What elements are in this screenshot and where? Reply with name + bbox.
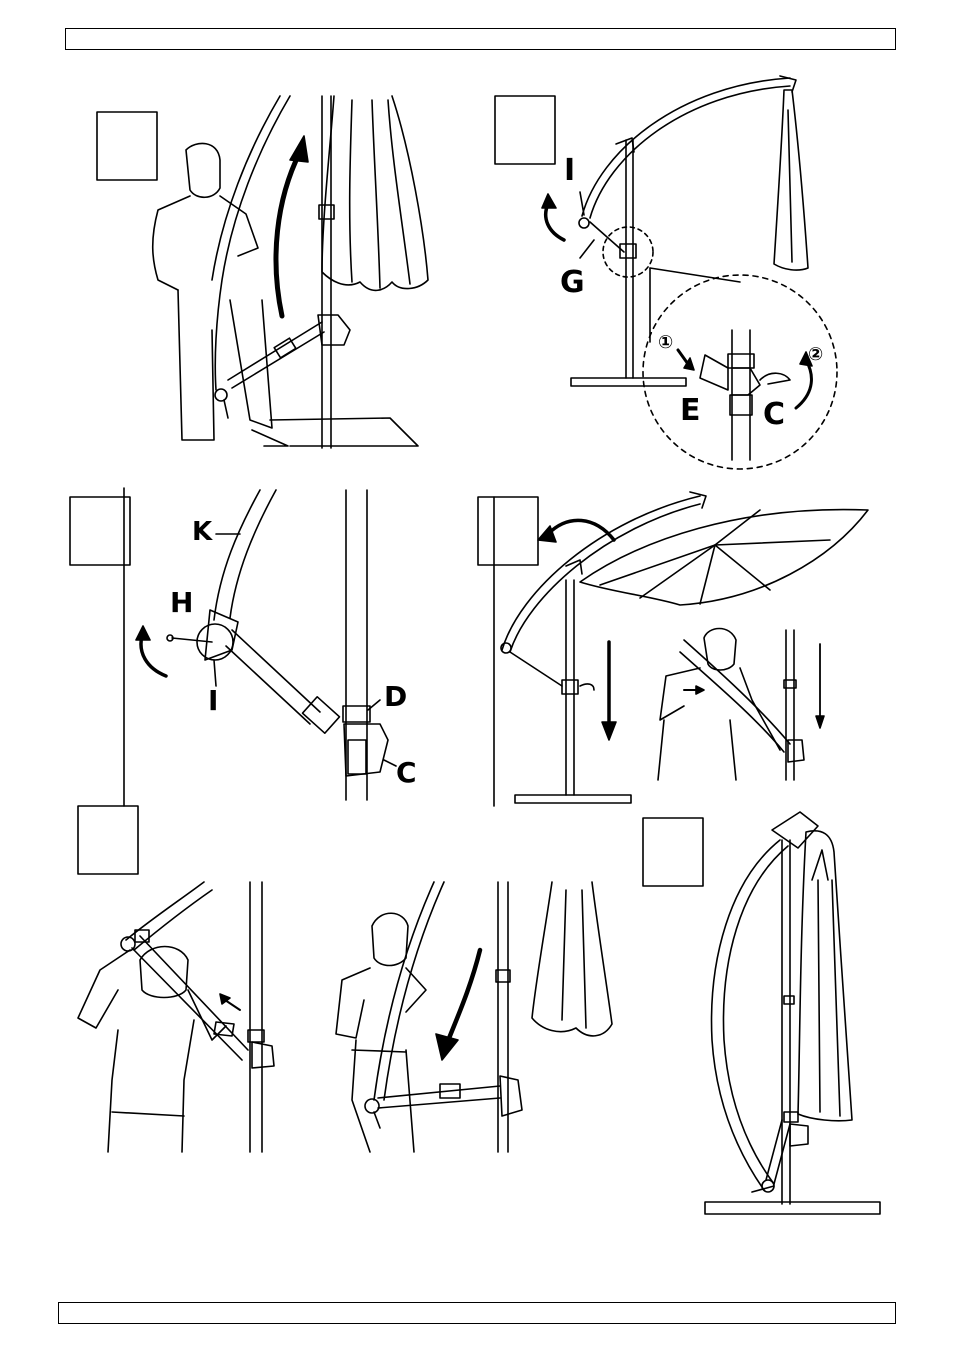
step-box-1 xyxy=(97,112,157,180)
panel-4-illustration xyxy=(501,492,868,803)
step-box-3 xyxy=(70,497,130,565)
label-D: D xyxy=(384,680,407,713)
step-box-6 xyxy=(643,818,703,886)
label-C-top: C xyxy=(763,397,785,432)
label-I-top: I xyxy=(564,153,575,188)
panel-6-illustration xyxy=(705,812,880,1214)
panel-3-illustration xyxy=(136,490,396,800)
panel-1-illustration xyxy=(153,96,428,448)
step-box-2 xyxy=(495,96,555,164)
label-C-mid: C xyxy=(396,756,417,789)
label-callout-1: ① xyxy=(658,332,673,353)
step-box-5 xyxy=(78,806,138,874)
label-I-mid: I xyxy=(208,684,218,717)
label-callout-2: ② xyxy=(808,344,823,365)
label-K: K xyxy=(192,517,213,547)
step-box-4 xyxy=(478,497,538,565)
label-E: E xyxy=(680,393,701,428)
label-G: G xyxy=(560,265,585,300)
panel-5-illustration xyxy=(78,882,612,1152)
label-H: H xyxy=(170,586,193,619)
